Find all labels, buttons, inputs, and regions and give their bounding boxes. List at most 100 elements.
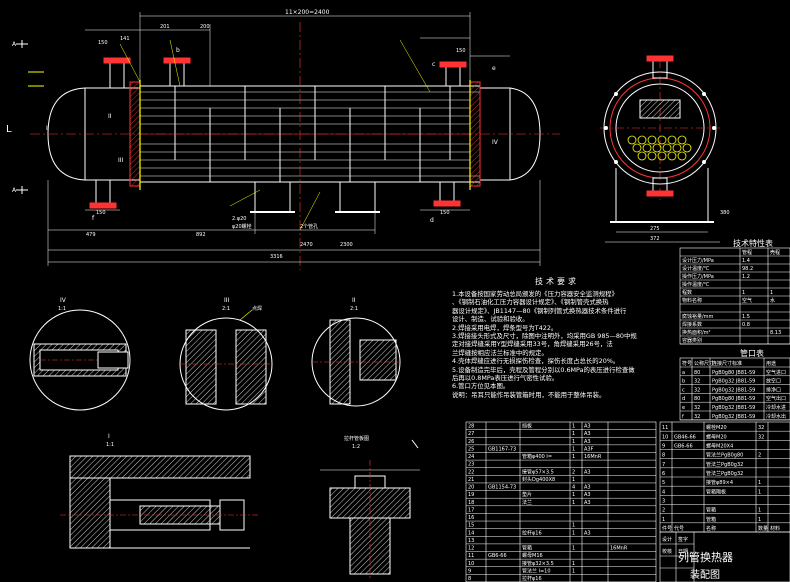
bom-right-cell: 9 [662, 444, 665, 450]
req-line: 5.设备制造完毕后，壳程及管程分别以0.6MPa的表压进行检查做 [452, 365, 635, 374]
bom-left-cell: 2 [572, 469, 575, 475]
bom-left-cell: A3 [584, 500, 591, 506]
bom-left-cell: 垫片 [522, 491, 532, 498]
bom-right-cell: 1 [662, 517, 665, 523]
title-block-grid [659, 531, 790, 582]
bom-right-head-cell: 件号 [662, 525, 672, 532]
pipe-cell: 80 [694, 370, 700, 376]
marker-d: d [430, 217, 434, 224]
bom-left-cell: 1 [572, 431, 575, 437]
req-line: 1.本设备按国家劳动总局颁发的《压力容器安全监测规程》 [452, 290, 618, 298]
bom-left-grid [465, 421, 657, 582]
bom-right-cell: 2 [662, 508, 665, 514]
drawing-title: 列管换热器 [678, 551, 733, 564]
bom-left-cell: 15 [468, 523, 474, 529]
detail-iii-scale: 2:1 [222, 306, 230, 312]
bom-left-cell: 封头Dg400X8 [522, 476, 555, 483]
bom-left-cell: 8 [468, 576, 471, 582]
tech-cell: 腐蚀裕量/mm [682, 313, 714, 320]
bom-right-cell: 8 [662, 453, 665, 459]
bom-left-cell: 拉杆φ16 [522, 529, 542, 536]
detail-ii-scale: 2:1 [350, 306, 358, 312]
marker-ii: II [108, 113, 112, 120]
dim-2470: 2470 [300, 242, 313, 248]
pipe-head-cell: 用途 [766, 360, 776, 367]
bom-right-cell: 1 [758, 508, 761, 514]
pipe-cell: PgB0g32 JB81-59 [712, 387, 755, 393]
tech-cell: 设计压力/MPa [682, 257, 714, 264]
tech-cell: 0.8 [742, 322, 750, 328]
marker-e: e [492, 65, 496, 72]
bom-right-cell: GB46-66 [674, 434, 696, 440]
bom-left-cell: 4 [572, 485, 575, 491]
marker-c: c [432, 61, 435, 68]
bom-left-cell: GB1167-73 [488, 446, 516, 452]
bom-right-cell: 10 [662, 434, 668, 440]
bom-left-cell: 16MnR [610, 546, 628, 552]
tech-cell: 物料名称 [682, 297, 702, 304]
dim-top: 11×200=2400 [285, 9, 330, 16]
tech-cell: 操作压力/MPa [682, 273, 714, 280]
bom-left-cell: 1 [572, 454, 575, 460]
bom-left-cell: 21 [468, 477, 474, 483]
pipe-cell: PgB0g32 JB81-59 [712, 405, 755, 411]
tech-cell: 1 [742, 290, 745, 296]
pipe-head-cell: 公称尺寸 [694, 360, 714, 367]
tech-cell: 容器类别 [682, 337, 702, 344]
bom-left-cell: 27 [468, 431, 474, 437]
bom-right-head-cell: 数量 [758, 525, 768, 532]
bom-right-cell: 1 [758, 489, 761, 495]
bom-right-cell: GB6-66 [674, 444, 693, 450]
title-signature: 签字 [678, 536, 688, 543]
dim-150d: 150 [440, 210, 450, 216]
bom-right-cell: 管法兰PgB0g80 [706, 452, 743, 459]
marker-i: I [46, 125, 48, 132]
dim-380: 380 [720, 210, 730, 216]
bom-left-cell: 1 [572, 446, 575, 452]
nozzle-f [95, 179, 111, 205]
bom-left-cell: A3 [584, 424, 591, 430]
pipe-cell: d [682, 396, 685, 402]
bom-left-cell: 26 [468, 439, 474, 445]
bom-right-cell: 3 [662, 499, 665, 505]
bom-left-cell: GB1154-73 [488, 485, 516, 491]
drawing-subtitle: 装配图 [690, 570, 720, 581]
bom-right-cell: 管箱 [706, 507, 716, 514]
bom-left-cell: 螺母M16 [522, 552, 543, 559]
bom-left-cell: 9 [468, 568, 471, 574]
req-line: 后再以0.8MPa表压进行气密性试验。 [452, 374, 559, 383]
detail-iv [29, 309, 131, 411]
bom-left-cell: 1 [572, 439, 575, 445]
bom-left-cell: 接管φ57×3.5 [522, 468, 554, 475]
tech-cell: 8.13 [770, 330, 781, 336]
bom-right-cell: 5 [662, 480, 665, 486]
detail-labels: IV 1:1 III 2:1 II 2:1 I 1:1 拉杆管板图 1:2 点焊 [58, 297, 369, 450]
req-line: 4.壳体焊缝应进行无损探伤检查，探伤长度占总长的20%。 [452, 357, 620, 366]
req-line: 说明：吊耳只能作吊装管箱时用，不能用于整体吊装。 [452, 390, 606, 399]
bom-left-cell: 24 [468, 454, 474, 460]
detail-i [60, 455, 260, 549]
pipe-cell: PgB0g80 JB81-59 [712, 370, 755, 376]
dim-150a: 150 [98, 40, 108, 46]
bom-left-cell: A3 [584, 439, 591, 445]
req-line: 、《钢制石油化工压力容器设计规定》、《钢制管壳式换热 [452, 298, 609, 307]
detail-iv-scale: 1:1 [58, 306, 66, 312]
bom-left-cell: 1 [572, 523, 575, 529]
bom-left-cell: 管法兰 l=10 [522, 567, 551, 574]
dim-150b: 150 [456, 48, 466, 54]
dim-2300: 2300 [340, 242, 353, 248]
bom-right-cell: 接管φ89×4 [706, 479, 733, 486]
pipe-cell: f [682, 414, 684, 420]
dim-275: 275 [650, 226, 660, 232]
dim-200: 200 [200, 24, 210, 30]
bom-left-cell: A3 [584, 530, 591, 536]
pipe-cell: 32 [694, 414, 700, 420]
pipe-cell: b [682, 379, 685, 385]
pipe-cell: c [682, 387, 685, 393]
pipe-table-title: 管口表 [740, 349, 764, 358]
tech-head-cell: 管程 [742, 249, 752, 256]
pipe-head-cell: 连接尺寸标准 [712, 360, 742, 367]
